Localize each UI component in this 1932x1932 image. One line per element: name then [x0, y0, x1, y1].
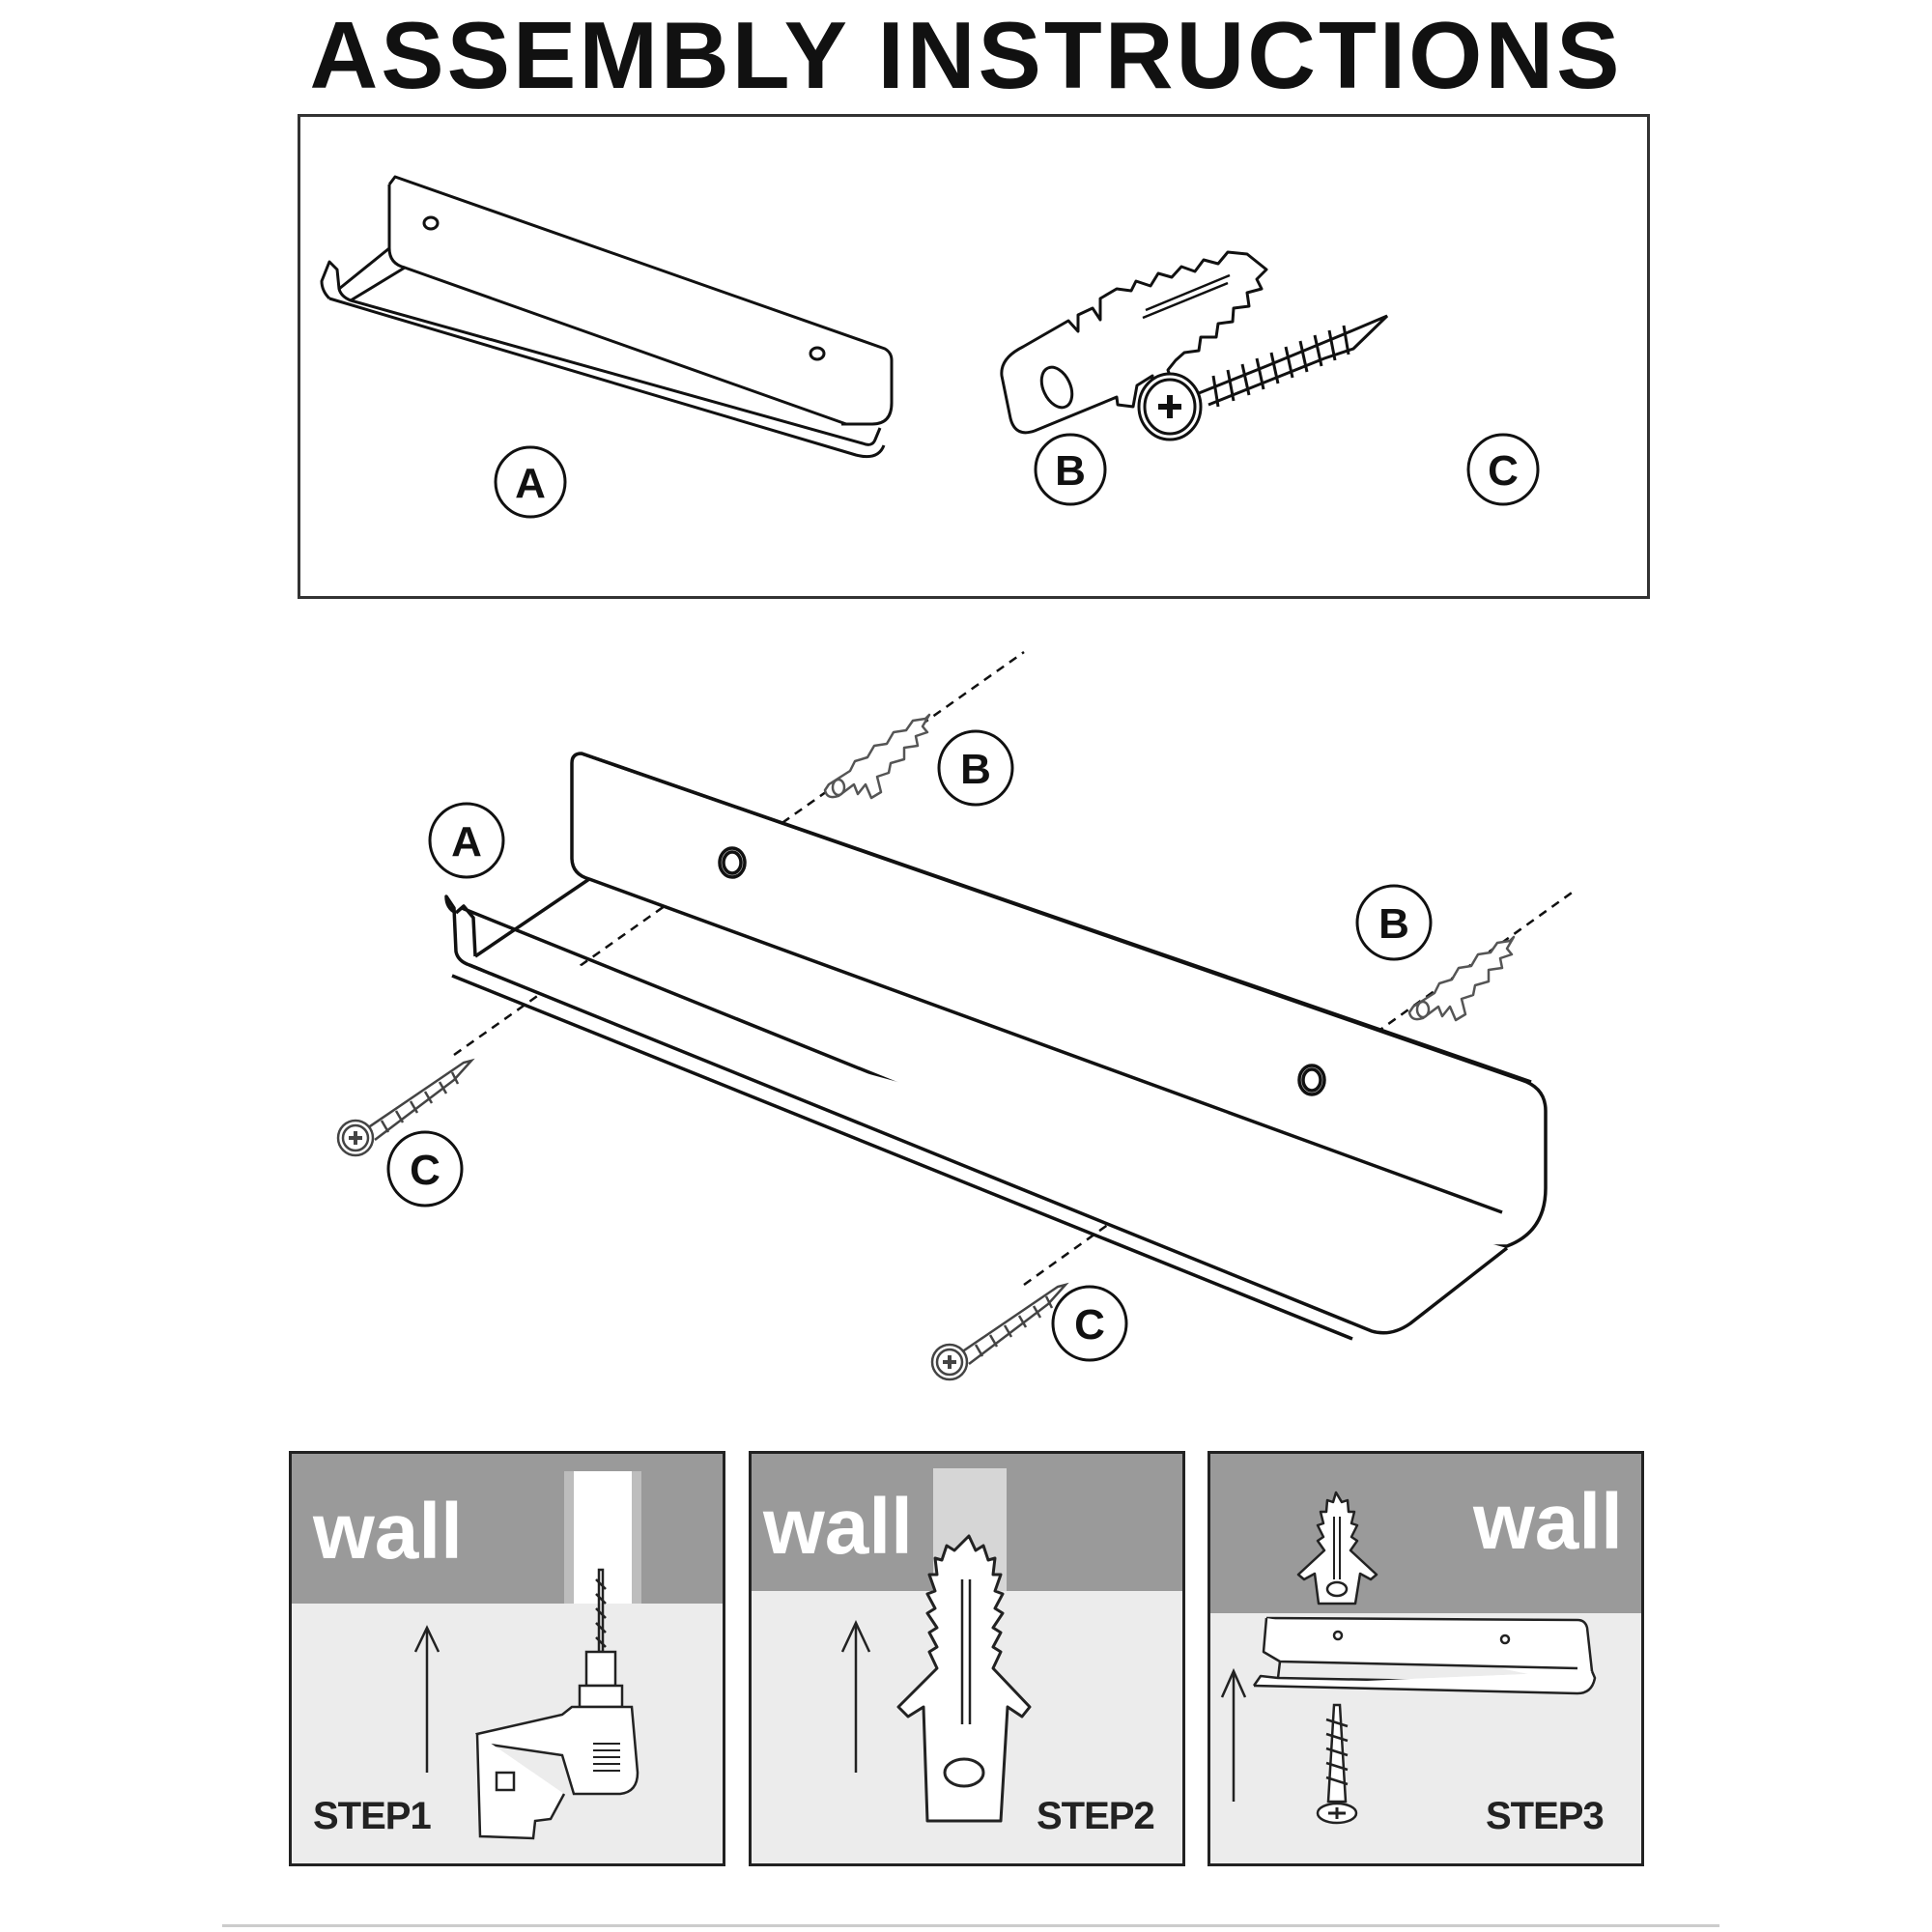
wall-band [1210, 1454, 1641, 1613]
page-title: ASSEMBLY INSTRUCTIONS [309, 2, 1623, 108]
part-b-label: B [1055, 447, 1086, 495]
shelf-label: A [451, 818, 482, 866]
wall-anchor-small-icon [823, 713, 931, 800]
screw-small-icon [336, 1058, 475, 1157]
step1-label: STEP1 [313, 1795, 432, 1837]
footer-divider [222, 1924, 1719, 1927]
shelf-part-a-icon [320, 175, 894, 459]
step1-panel: wall STEP1 [289, 1451, 725, 1866]
wall-anchor-insert-icon [840, 1534, 1032, 1823]
drill-icon [413, 1568, 639, 1840]
wall-anchor-small-icon-2 [1407, 935, 1516, 1022]
shelf-mount-icon [1220, 1491, 1597, 1825]
wall-label: wall [1473, 1478, 1623, 1566]
screw-left-label: C [410, 1147, 440, 1194]
wall-band [292, 1454, 723, 1604]
step3-label: STEP3 [1486, 1795, 1605, 1837]
screw-small-icon-2 [930, 1282, 1069, 1381]
part-labels: A B C [494, 433, 1540, 519]
wall-anchor-part-b-icon [1000, 250, 1268, 435]
part-a-label: A [515, 460, 546, 507]
shelf-large-icon [444, 752, 1548, 1341]
anchor-right-label: B [1378, 900, 1409, 948]
anchor-left-label: B [960, 746, 991, 793]
part-c-label: C [1488, 447, 1519, 495]
parts-box: A B C [298, 114, 1650, 599]
wall-label: wall [763, 1483, 913, 1571]
screw-part-c-icon [1137, 314, 1389, 441]
wall-label: wall [313, 1488, 463, 1576]
screw-right-label: C [1074, 1301, 1105, 1349]
step2-panel: wall STEP2 [749, 1451, 1185, 1866]
step2-label: STEP2 [1037, 1795, 1155, 1837]
step3-panel: wall STEP3 [1208, 1451, 1644, 1866]
